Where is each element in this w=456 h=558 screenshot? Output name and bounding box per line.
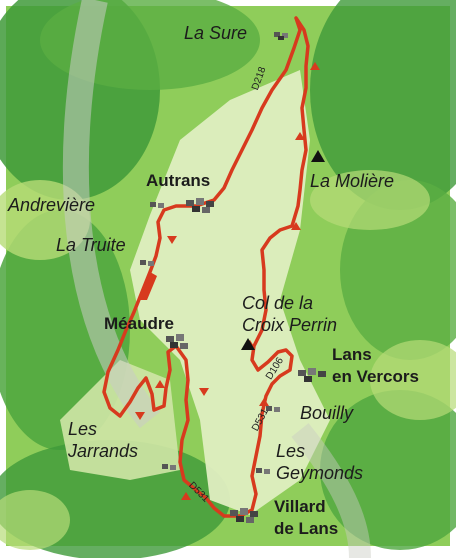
place-label-geymonds-line2: Geymonds [276,463,364,483]
arrow-icon [167,236,177,244]
place-label-jarrands-line2: Jarrands [68,441,139,461]
village-icon [256,468,270,474]
place-label-col-line1: Col de la [242,293,314,313]
summit-icon [311,150,325,162]
place-label-col-line2: Croix Perrin [242,315,338,335]
place-label-la-sure: La Sure [184,23,248,43]
arrow-icon [199,388,209,396]
village-icon [298,368,326,382]
shading-band [291,423,371,558]
place-label-villard-line1: Villard [274,497,326,516]
arrow-icon [259,398,269,406]
arrow-icon [291,222,301,230]
village-icon [150,202,164,208]
place-label-geymonds-line1: Les [276,441,306,461]
arrow-icon [181,492,191,500]
place-label-andreviere: Andrevière [8,195,96,215]
place-label-la-truite: La Truite [56,235,126,255]
shading-band [62,0,161,429]
valley-area [130,70,330,515]
arrow-icon [135,412,145,420]
place-label-villard-line2: de Lans [274,519,339,538]
village-icon [230,508,258,523]
place-label-lans-line2: en Vercors [332,367,419,386]
place-label-lans-line1: Lans [332,345,372,364]
route-segment-thick [140,272,157,300]
village-icon [162,464,176,470]
village-icon [266,406,280,412]
place-label-la-moliere: La Molière [310,171,395,191]
arrow-icon [310,62,320,70]
village-icon [274,32,288,40]
village-icon [186,198,214,213]
arrow-icon [295,132,305,140]
place-label-bouilly: Bouilly [300,403,354,423]
place-label-jarrands-line1: Les [68,419,98,439]
arrow-icon [155,380,165,388]
place-label-autrans: Autrans [146,171,211,190]
summit-icon [241,338,255,350]
route-line [102,16,310,518]
place-label-meaudre: Méaudre [104,314,174,333]
village-icon [166,334,188,349]
village-icon [140,260,154,266]
